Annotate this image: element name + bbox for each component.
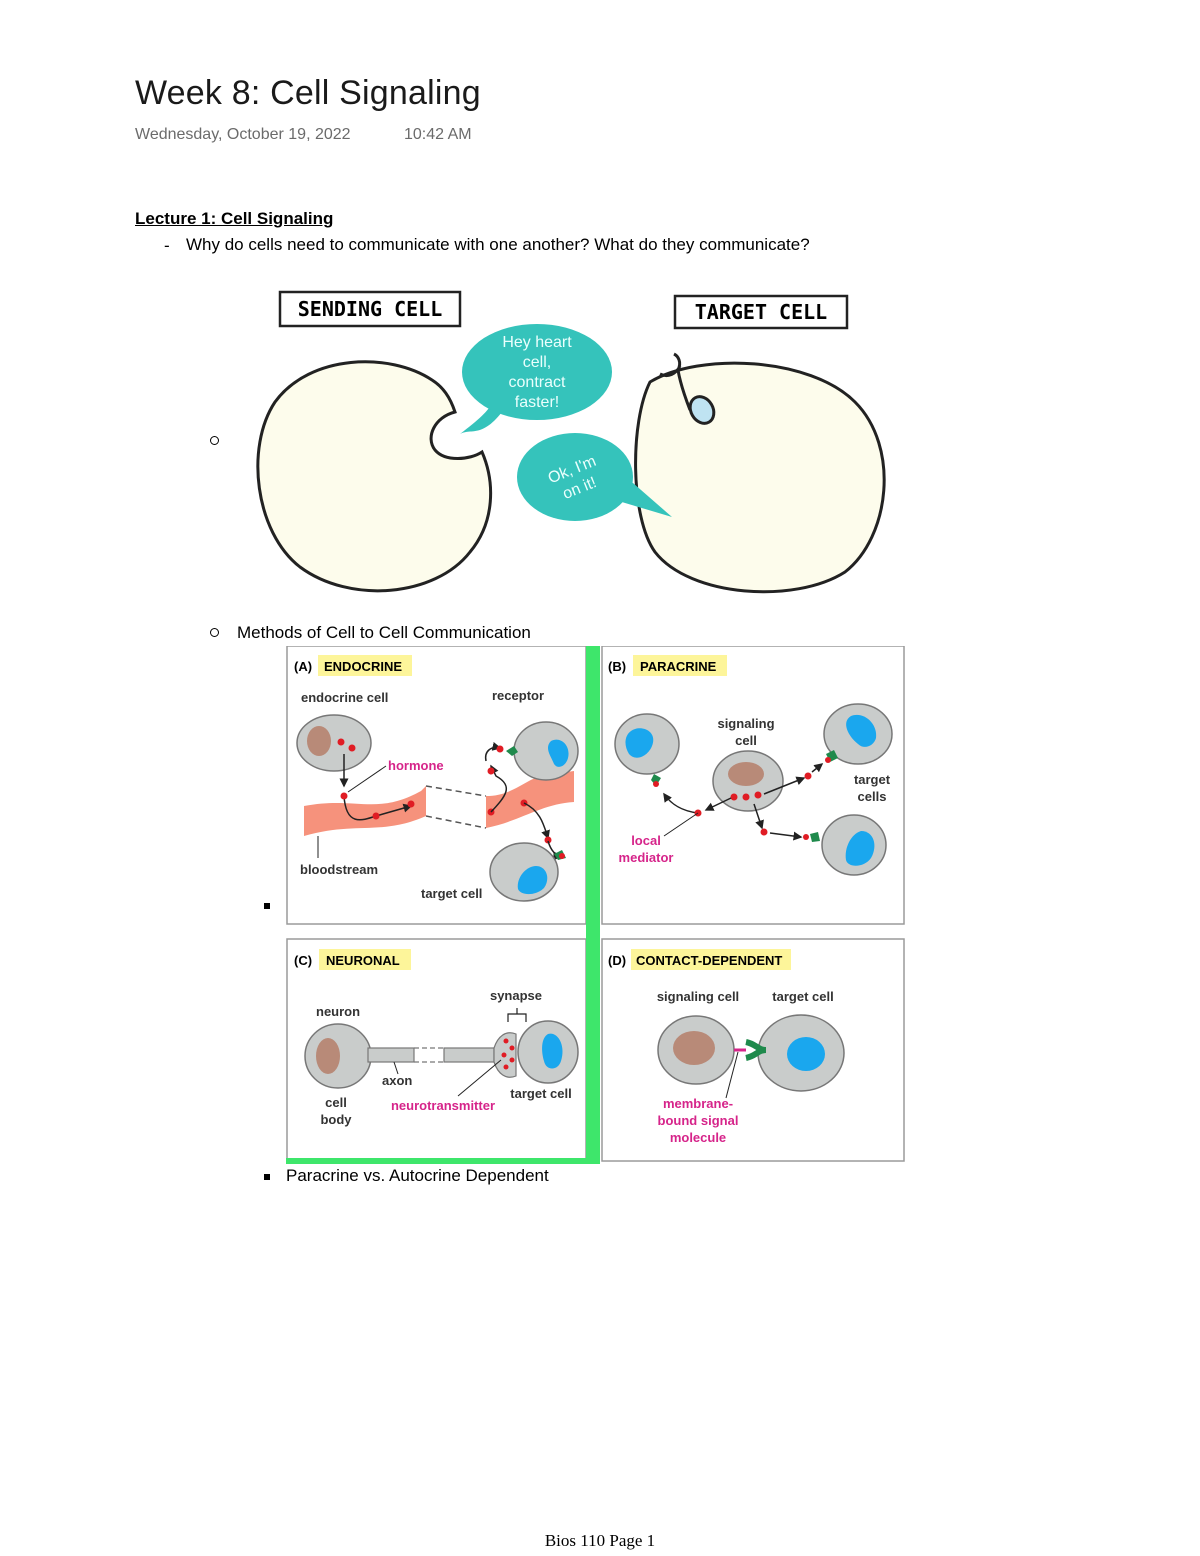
receptor-icon [659, 352, 716, 425]
bound-signal-label: bound signal [658, 1113, 739, 1128]
bubble1-line2: cell, [523, 354, 551, 371]
neuronal-target-label: target cell [510, 1086, 571, 1101]
square-bullet [264, 1174, 270, 1180]
circle-bullet [210, 436, 219, 445]
sending-label-box [278, 290, 462, 328]
speech-bubble-1: Hey heart cell, contract faster! [460, 324, 612, 434]
panel-contact-dependent: (D) CONTACT-DEPENDENT signaling cell tar… [608, 949, 845, 1145]
signaling-label: signaling [717, 716, 774, 731]
panel-neuronal: (C) NEURONAL neuron synapse axon cell bo… [294, 949, 579, 1127]
neuronal-tag: (C) [294, 953, 312, 968]
square-bullet [264, 903, 270, 909]
page-date: Wednesday, October 19, 2022 [135, 126, 351, 143]
bloodstream-label: bloodstream [300, 862, 378, 877]
panel-endocrine: (A) ENDOCRINE endocrine cell receptor ho… [294, 655, 579, 902]
paracrine-tag: (B) [608, 659, 626, 674]
endocrine-tag: (A) [294, 659, 312, 674]
target-label: TARGET CELL [695, 300, 827, 324]
paracrine-vs-autocrine: Paracrine vs. Autocrine Dependent [286, 1166, 549, 1185]
contact-tag: (D) [608, 953, 626, 968]
axon-label: axon [382, 1073, 412, 1088]
paracrine-cells-label: cells [858, 789, 887, 804]
paracrine-title: PARACRINE [640, 659, 717, 674]
bubble1-line1: Hey heart [502, 334, 572, 351]
target-label-box [673, 294, 849, 330]
lecture-heading: Lecture 1: Cell Signaling [135, 209, 334, 228]
page-footer: Bios 110 Page 1 [544, 1531, 656, 1550]
sending-label: SENDING CELL [298, 297, 443, 321]
neuron-label: neuron [316, 1004, 360, 1019]
receptor-label: receptor [492, 688, 544, 703]
local-label: local [631, 833, 661, 848]
membrane-label: membrane- [663, 1096, 733, 1111]
endocrine-cell-label: endocrine cell [301, 690, 388, 705]
endocrine-title: ENDOCRINE [324, 659, 402, 674]
target-cell [634, 361, 886, 594]
molecule-label: molecule [670, 1130, 726, 1145]
figure-sending-target-cell: SENDING CELL TARGET CELL Hey heart cell,… [256, 290, 886, 594]
speech-bubble-2: Ok, I'm on it! [517, 433, 672, 521]
hormone-label: hormone [388, 758, 444, 773]
question-text: Why do cells need to communicate with on… [186, 235, 810, 254]
mediator-label: mediator [619, 850, 674, 865]
page-title: Week 8: Cell Signaling [135, 74, 481, 112]
neuronal-title: NEURONAL [326, 953, 400, 968]
page-time: 10:42 AM [404, 126, 472, 143]
green-divider [586, 646, 600, 1164]
cell-body-label-1: cell [325, 1095, 347, 1110]
bubble1-line4: faster! [515, 394, 559, 411]
sending-cell [256, 360, 493, 593]
contact-signaling-label: signaling cell [657, 989, 739, 1004]
bubble1-line3: contract [509, 374, 566, 391]
paracrine-target-label: target [854, 772, 891, 787]
figure-signaling-methods: (A) ENDOCRINE endocrine cell receptor ho… [286, 646, 905, 1164]
panel-paracrine: (B) PARACRINE signaling cell target cell… [608, 655, 893, 876]
neurotransmitter-label: neurotransmitter [391, 1098, 495, 1113]
synapse-label: synapse [490, 988, 542, 1003]
dash-bullet: - [164, 236, 170, 255]
methods-label: Methods of Cell to Cell Communication [237, 623, 531, 642]
cell-body-label-2: body [320, 1112, 352, 1127]
contact-title: CONTACT-DEPENDENT [636, 953, 782, 968]
contact-target-label: target cell [772, 989, 833, 1004]
circle-bullet [210, 628, 219, 637]
signaling-cell-label: cell [735, 733, 757, 748]
endocrine-target-label: target cell [421, 886, 482, 901]
